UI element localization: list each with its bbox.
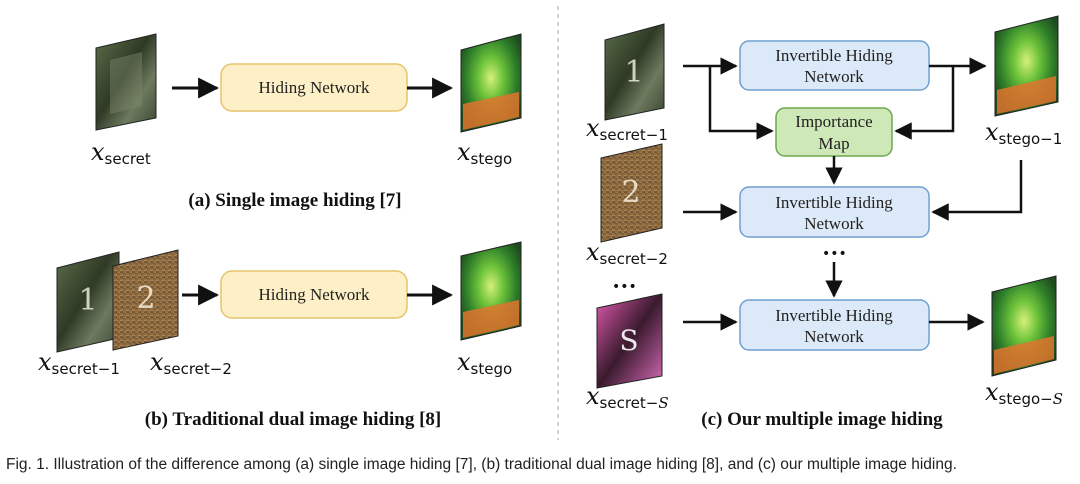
svg-text:Invertible Hiding: Invertible Hiding (775, 193, 893, 212)
stego-variable: xstego (457, 138, 512, 168)
svg-text:Network: Network (804, 327, 864, 346)
panel-a-title: (a) Single image hiding [7] (188, 190, 401, 211)
svg-text:Invertible Hiding: Invertible Hiding (775, 306, 893, 325)
secret-image-2: 2 (600, 143, 663, 243)
svg-text:2: 2 (621, 175, 640, 210)
diagram-canvas: Hiding Network xsecret xstego (a) Single… (38, 6, 1063, 440)
svg-text:Importance: Importance (795, 112, 872, 131)
stego-image (460, 241, 522, 341)
stego-variable: xstego (457, 348, 512, 378)
secret-s-variable: xsecret−S (586, 382, 669, 412)
stego-image (460, 33, 522, 133)
panel-a: Hiding Network xsecret xstego (a) Single… (91, 33, 522, 211)
secret-ellipsis: ••• (612, 279, 637, 295)
panel-b: 1 2 Hiding Network xsecret−1 xsecret−2 x… (38, 241, 522, 430)
hiding-network-box: Hiding Network (220, 270, 408, 319)
secret-1-variable: xsecret−1 (38, 348, 120, 378)
secret-variable: xsecret (91, 138, 151, 168)
panel-c-arrows (683, 57, 1023, 331)
stego-s-variable: xstego−S (985, 378, 1063, 408)
secret-2-variable: xsecret−2 (150, 348, 232, 378)
importance-map-box: Importance Map (775, 107, 893, 157)
svg-text:1: 1 (78, 283, 97, 318)
secret-image-1: 1 (604, 23, 665, 121)
stego-1-variable: xstego−1 (985, 118, 1062, 148)
secret-image-1: 1 (56, 251, 120, 353)
svg-text:Network: Network (804, 214, 864, 233)
secret-image (95, 33, 157, 131)
figure-caption: Fig. 1. Illustration of the difference a… (6, 456, 957, 473)
hiding-network-label: Hiding Network (259, 78, 370, 97)
svg-text:Network: Network (804, 67, 864, 86)
stego-image-1 (994, 15, 1059, 117)
network-ellipsis: ••• (822, 246, 847, 262)
svg-text:Map: Map (818, 134, 849, 153)
invertible-hiding-network-1: Invertible Hiding Network (739, 40, 930, 91)
secret-1-variable: xsecret−1 (586, 114, 668, 144)
svg-text:Invertible Hiding: Invertible Hiding (775, 46, 893, 65)
stego-image-s (991, 275, 1057, 377)
panel-b-title: (b) Traditional dual image hiding [8] (145, 409, 442, 430)
svg-text:2: 2 (136, 281, 155, 316)
hiding-network-label: Hiding Network (259, 285, 370, 304)
panel-c: 1 2 ••• S Invertible Hiding Network Impo… (586, 15, 1063, 430)
invertible-hiding-network-s: Invertible Hiding Network (739, 299, 930, 351)
panel-c-title: (c) Our multiple image hiding (701, 409, 943, 430)
secret-image-s: S (596, 293, 663, 389)
hiding-network-box: Hiding Network (220, 63, 408, 112)
secret-image-2: 2 (112, 249, 179, 351)
secret-2-variable: xsecret−2 (586, 238, 668, 268)
invertible-hiding-network-2: Invertible Hiding Network (739, 186, 930, 238)
svg-text:S: S (619, 324, 638, 357)
svg-text:1: 1 (624, 55, 643, 90)
